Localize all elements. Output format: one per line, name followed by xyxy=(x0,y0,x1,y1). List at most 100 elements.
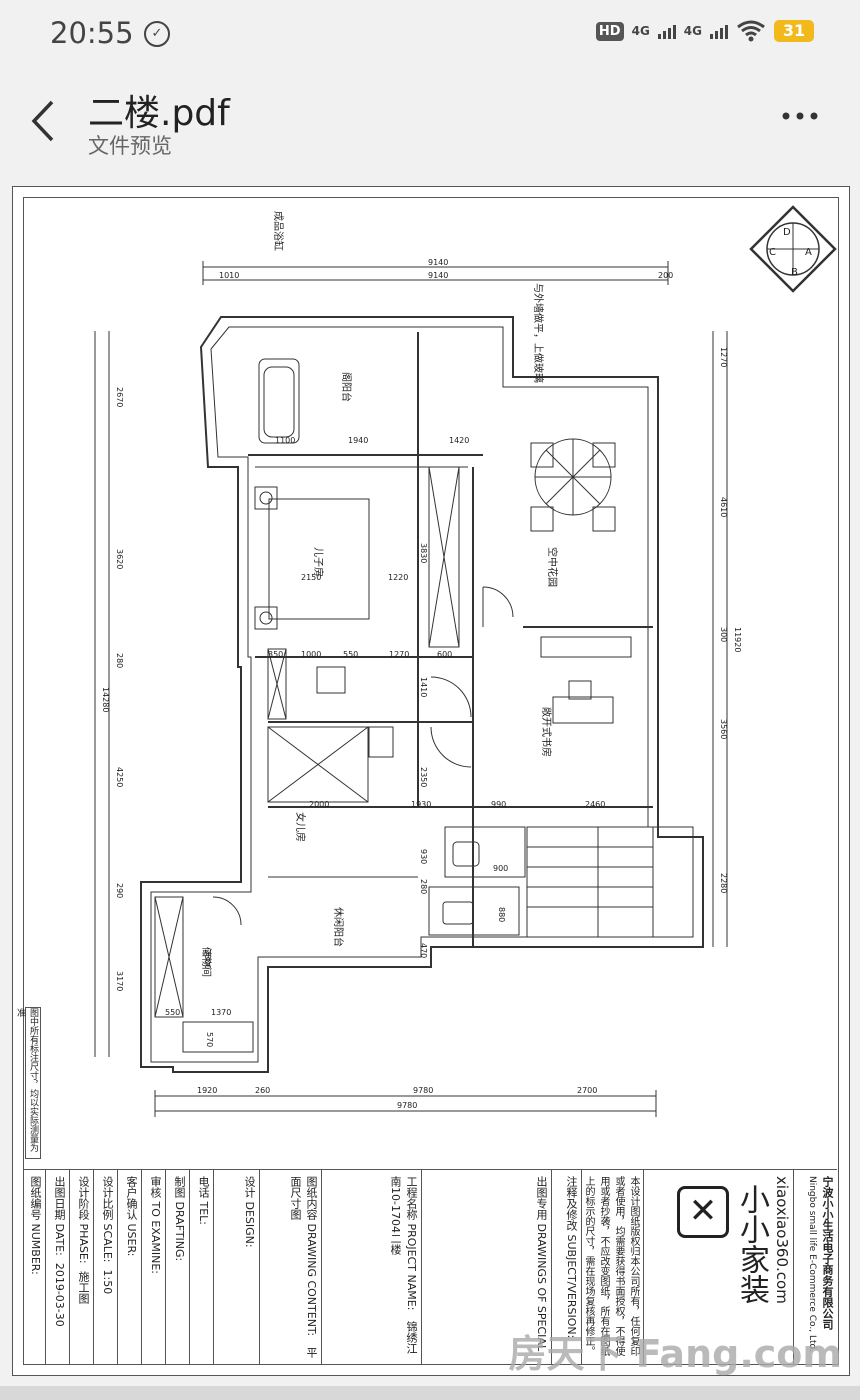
dim-880: 880 xyxy=(497,907,506,922)
dim-1420: 1420 xyxy=(449,436,469,445)
status-bar: 20:55 ✓ HD 4G 4G 31 xyxy=(0,0,860,70)
dim-bottom-left: 1920 xyxy=(197,1086,217,1095)
row-date: 出图日期 DATE: 2019-03-30 xyxy=(45,1170,69,1364)
signal-icon-1 xyxy=(657,23,676,39)
dim-1270: 1270 xyxy=(389,650,409,659)
battery-icon: 31 xyxy=(774,20,814,42)
row-design: 设计 DESIGN: xyxy=(213,1170,259,1364)
room-leisure-balcony: 休闲阳台 xyxy=(332,907,345,947)
room-son: 儿子房 xyxy=(312,547,325,577)
net-label-1: 4G xyxy=(631,24,650,38)
dim-bottom-right: 2700 xyxy=(577,1086,597,1095)
dim-top-total-a: 9140 xyxy=(428,258,448,267)
subject-version: 注释及修改 SUBJECT/VERSION: xyxy=(551,1170,581,1364)
row-number: 图纸编号 NUMBER: xyxy=(23,1170,45,1364)
document-title: 二楼.pdf xyxy=(88,93,230,134)
notification-icon: ✓ xyxy=(144,21,170,47)
dim-930: 930 xyxy=(419,849,428,864)
brand-url: xiaoxiao360.com xyxy=(773,1176,791,1304)
row-phase: 设计阶段 PHASE: 施工图 xyxy=(69,1170,93,1364)
dim-left-1: 2670 xyxy=(115,387,124,407)
dim-550b: 550 xyxy=(165,1008,180,1017)
dim-1940: 1940 xyxy=(348,436,368,445)
pdf-page[interactable]: D A B C 阁阳台 儿子房 空中花园 敞开式书房 女儿房 休闲阳台 储物间 … xyxy=(12,186,850,1376)
dim-top-total-b: 9140 xyxy=(428,271,448,280)
dim-1100: 1100 xyxy=(275,436,295,445)
dim-2350: 2350 xyxy=(419,767,428,787)
drawings-special: 出图专用 DRAWINGS OF SPECIAL xyxy=(421,1170,551,1364)
room-storage: 储物间 xyxy=(200,947,213,977)
dim-bottom-mid: 9780 xyxy=(413,1086,433,1095)
room-daughter: 女儿房 xyxy=(294,812,307,842)
dim-2150: 2150 xyxy=(301,573,321,582)
dim-right-5: 2280 xyxy=(719,873,728,893)
watermark: 房天下 Fang.com xyxy=(508,1332,842,1376)
row-scale: 设计比例 SCALE: 1:50 xyxy=(93,1170,117,1364)
drawing-content: 图纸内容 DRAWING CONTENT: 平面尺寸图 xyxy=(259,1170,321,1364)
dim-350: 350 xyxy=(268,650,283,659)
dimension-note: 图中所有标注尺寸，均以实际测量为准 xyxy=(15,1007,41,1159)
title-block: 图纸编号 NUMBER: 出图日期 DATE: 2019-03-30 设计阶段 … xyxy=(23,1169,837,1364)
dim-right-2: 4610 xyxy=(719,497,728,517)
dim-2000: 2000 xyxy=(309,800,329,809)
dim-right-3: 300 xyxy=(719,627,728,642)
dim-550: 550 xyxy=(343,650,358,659)
dim-left-4: 4250 xyxy=(115,767,124,787)
dim-left-3: 280 xyxy=(115,653,124,668)
dim-top-left: 1010 xyxy=(219,271,239,280)
compass-a: A xyxy=(805,247,812,258)
signal-icon-2 xyxy=(710,23,728,39)
dim-2800: 2800 xyxy=(203,949,212,969)
app-header: 二楼.pdf 文件预览 xyxy=(0,70,860,170)
floor-plan: D A B C 阁阳台 儿子房 空中花园 敞开式书房 女儿房 休闲阳台 储物间 … xyxy=(94,205,837,1117)
dim-bottom-gap: 260 xyxy=(255,1086,270,1095)
room-north-balcony: 阁阳台 xyxy=(340,372,353,402)
dim-1410: 1410 xyxy=(419,677,428,697)
dim-600: 600 xyxy=(437,650,452,659)
more-options-icon[interactable] xyxy=(780,106,820,126)
bottom-bar xyxy=(0,1386,860,1400)
row-tel: 电话 TEL: xyxy=(189,1170,213,1364)
room-sky-garden: 空中花园 xyxy=(546,547,559,587)
brand-block: xiaoxiao360.com 小小家装 ✕ xyxy=(643,1170,793,1364)
dim-470: 470 xyxy=(419,943,428,958)
project-name: 工程名称 PROJECT NAME: 锦绣江南10-1704二楼 xyxy=(321,1170,421,1364)
dim-1000: 1000 xyxy=(301,650,321,659)
label-wall-note: 与外墙做平，上做玻璃 xyxy=(532,283,545,383)
compass-b: B xyxy=(791,267,798,278)
brand-logo-icon: ✕ xyxy=(677,1186,729,1238)
back-arrow-icon[interactable] xyxy=(28,98,58,144)
brand-name: 小小家装 xyxy=(734,1184,769,1304)
copyright-note: 本设计图纸版权归本公司所有，任何复印或者使用，均需要获得书面授权，不得使用或者抄… xyxy=(581,1170,643,1364)
dim-right-4: 3560 xyxy=(719,719,728,739)
hd-icon: HD xyxy=(595,21,624,41)
dim-570: 570 xyxy=(205,1032,214,1047)
dim-1220: 1220 xyxy=(388,573,408,582)
dim-right-total: 11920 xyxy=(733,627,742,652)
dim-right-1: 1270 xyxy=(719,347,728,367)
row-drafting: 制图 DRAFTING: xyxy=(165,1170,189,1364)
dim-990: 990 xyxy=(491,800,506,809)
compass-d: D xyxy=(783,227,791,238)
drawing-border xyxy=(23,197,839,1365)
dim-280: 280 xyxy=(419,879,428,894)
dim-3830: 3830 xyxy=(419,543,428,563)
wifi-icon xyxy=(737,20,765,42)
net-label-2: 4G xyxy=(683,24,702,38)
label-bathtub: 成品浴缸 xyxy=(272,211,285,251)
dim-left-total: 14280 xyxy=(101,687,110,712)
dim-2460: 2460 xyxy=(585,800,605,809)
dim-bottom-total: 9780 xyxy=(397,1101,417,1110)
document-subtitle: 文件预览 xyxy=(88,134,172,158)
status-time: 20:55 xyxy=(50,16,134,50)
dim-left-5: 290 xyxy=(115,883,124,898)
dim-left-2: 3620 xyxy=(115,549,124,569)
row-examine: 审核 TO EXAMINE: xyxy=(141,1170,165,1364)
dim-1370: 1370 xyxy=(211,1008,231,1017)
dim-top-right: 200 xyxy=(658,271,673,280)
compass-c: C xyxy=(769,247,776,258)
status-icons: HD 4G 4G 31 xyxy=(595,20,814,42)
dim-1930: 1930 xyxy=(411,800,431,809)
dim-left-6: 3170 xyxy=(115,971,124,991)
row-user: 客户确认 USER: xyxy=(117,1170,141,1364)
